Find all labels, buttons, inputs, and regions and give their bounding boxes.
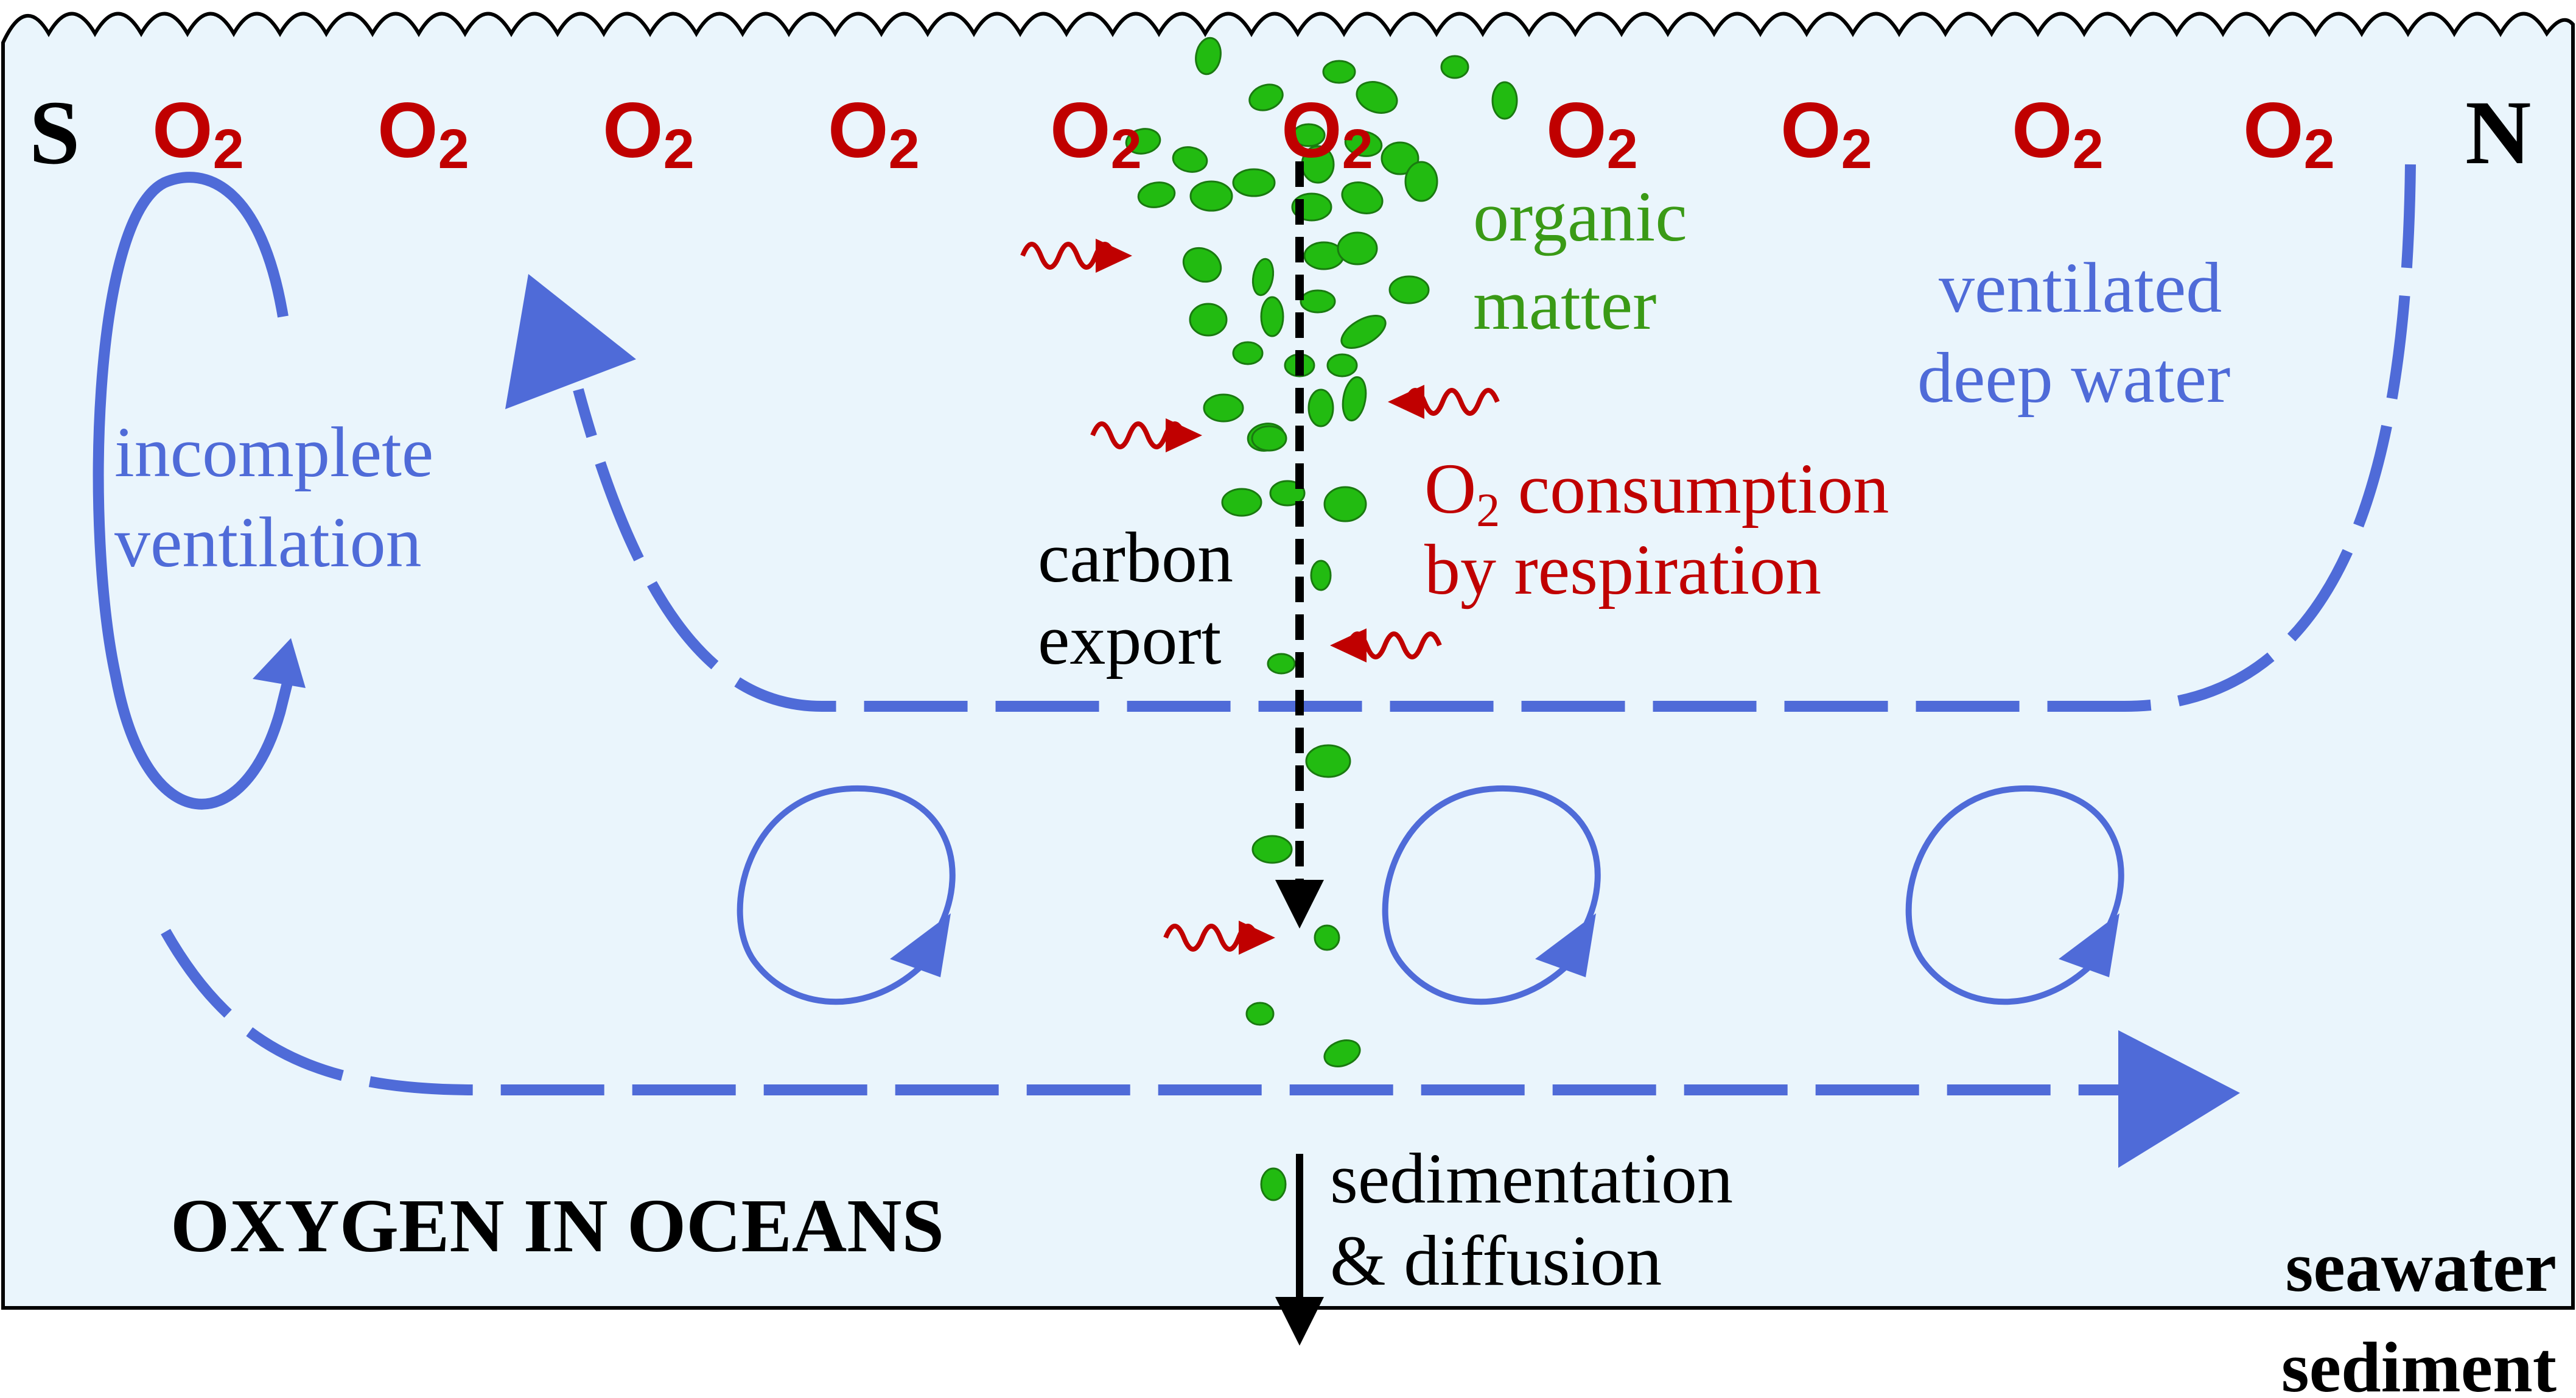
ventilation-loop-arrowhead xyxy=(253,638,306,688)
respiration-squiggle-arrow-icon xyxy=(1163,921,1275,955)
organic-particle-icon xyxy=(1245,1002,1275,1026)
south-label: S xyxy=(29,82,80,183)
organic-particle-icon xyxy=(1356,81,1398,114)
organic-particle-icon xyxy=(1305,744,1351,778)
organic-particle-icon xyxy=(1221,488,1262,517)
eddy-icon xyxy=(1382,785,1601,1005)
o2-molecule-label: O2 xyxy=(828,87,920,180)
organic-particle-icon xyxy=(1314,924,1340,951)
incomplete-ventilation-label-line1: incomplete xyxy=(114,412,433,492)
organic-particle-icon xyxy=(1388,275,1430,304)
sedimentation-arrowhead xyxy=(1275,1297,1324,1346)
o2-molecule-label: O2 xyxy=(1050,87,1142,180)
organic-particle-icon xyxy=(1267,653,1296,675)
organic-particle-icon xyxy=(1381,141,1419,175)
respiration-label: by respiration xyxy=(1424,530,1821,609)
o2-molecule-label: O2 xyxy=(2012,87,2104,180)
organic-particle-icon xyxy=(1340,315,1387,349)
carbon-export-label-line1: carbon xyxy=(1038,518,1233,597)
organic-particle-icon xyxy=(1248,83,1284,111)
ventilated-deep-water-label-line2: deep water xyxy=(1917,338,2230,418)
eddy-circulations xyxy=(737,785,2124,1005)
respiration-squiggles xyxy=(1020,239,1500,955)
ocean-circulation xyxy=(93,164,2416,1095)
organic-particle-icon xyxy=(1323,486,1367,522)
seawater-label: seawater xyxy=(2285,1227,2557,1307)
organic-particle-icon xyxy=(1344,130,1383,157)
carbon-export-arrowhead xyxy=(1275,880,1324,929)
o2-molecule-label: O2 xyxy=(2243,87,2335,180)
o2-molecule-label: O2 xyxy=(603,87,695,180)
sediment-label: sediment xyxy=(2281,1327,2557,1398)
o2-molecule-label: O2 xyxy=(377,87,469,180)
organic-particle-icon xyxy=(1404,161,1438,202)
organic-particle-icon xyxy=(1323,1039,1361,1067)
carbon-export-label-line2: export xyxy=(1038,600,1222,680)
deep-return-flow xyxy=(161,929,2137,1095)
o2-consumption-label: O2 consumption xyxy=(1424,449,1889,536)
organic-particle-icon xyxy=(1251,835,1293,864)
organic-particle-icon xyxy=(1440,55,1469,79)
organic-particle-icon xyxy=(1182,247,1222,283)
organic-particle-icon xyxy=(1342,376,1367,422)
organic-particle-icon xyxy=(1337,231,1378,265)
incomplete-ventilation-label-line2: ventilation xyxy=(114,502,422,582)
ventilated-deep-water-flow xyxy=(573,164,2416,712)
eddy-icon xyxy=(1905,785,2124,1005)
organic-particle-icon xyxy=(1232,168,1276,197)
organic-particle-icon xyxy=(1300,289,1336,314)
organic-particle-icon xyxy=(1491,81,1518,120)
o2-molecule-label: O2 xyxy=(152,87,244,180)
o2-molecule-label: O2 xyxy=(1546,87,1638,180)
o2-molecule-label: O2 xyxy=(1780,87,1872,180)
circulation-arrowheads xyxy=(253,274,2240,1168)
eddy-icon xyxy=(737,785,956,1005)
organic-particle-icon xyxy=(1326,353,1358,378)
organic-particle-icon xyxy=(1125,128,1161,155)
upwelling-arrowhead xyxy=(505,274,636,409)
respiration-squiggle-arrow-icon xyxy=(1330,628,1442,662)
north-label: N xyxy=(2465,82,2531,183)
incomplete-ventilation-loop xyxy=(93,172,295,810)
sedimentation-label-line1: sedimentation xyxy=(1330,1139,1733,1218)
organic-particle-icon xyxy=(1195,37,1222,76)
respiration-squiggle-arrow-icon xyxy=(1090,418,1202,452)
eddy-arrowheads xyxy=(890,913,2119,977)
organic-matter-particles xyxy=(1125,37,1518,1201)
organic-particle-icon xyxy=(1251,258,1275,297)
organic-particle-icon xyxy=(1172,146,1208,173)
organic-particle-icon xyxy=(1137,181,1176,208)
organic-particle-icon xyxy=(1203,393,1244,423)
ventilated-deep-water-label-line1: ventilated xyxy=(1939,248,2222,328)
organic-matter-label-line1: organic xyxy=(1473,177,1687,256)
organic-matter-label-line2: matter xyxy=(1473,265,1656,345)
o2-molecule-label: O2 xyxy=(1281,87,1373,180)
respiration-squiggle-arrow-icon xyxy=(1020,239,1132,273)
surface-oxygen-row: O2 O2 O2 O2 O2 O2 O2 O2 O2 O2 xyxy=(152,87,2335,180)
organic-particle-icon xyxy=(1322,60,1356,84)
organic-particle-icon xyxy=(1189,303,1228,337)
organic-particle-icon xyxy=(1307,388,1334,427)
organic-particle-icon xyxy=(1310,560,1332,591)
organic-particle-icon xyxy=(1260,296,1284,337)
respiration-squiggle-arrow-icon xyxy=(1388,385,1500,419)
organic-particle-icon xyxy=(1189,180,1233,212)
organic-particle-icon xyxy=(1251,425,1287,452)
organic-particle-icon xyxy=(1232,341,1264,365)
organic-particle-icon xyxy=(1292,123,1326,147)
sedimentation-label-line2: & diffusion xyxy=(1330,1221,1662,1301)
organic-particle-icon xyxy=(1341,181,1384,214)
diagram-title: OXYGEN IN OCEANS xyxy=(170,1184,944,1268)
northward-flow-arrowhead xyxy=(2118,1030,2240,1168)
organic-particle-icon xyxy=(1260,1167,1287,1201)
